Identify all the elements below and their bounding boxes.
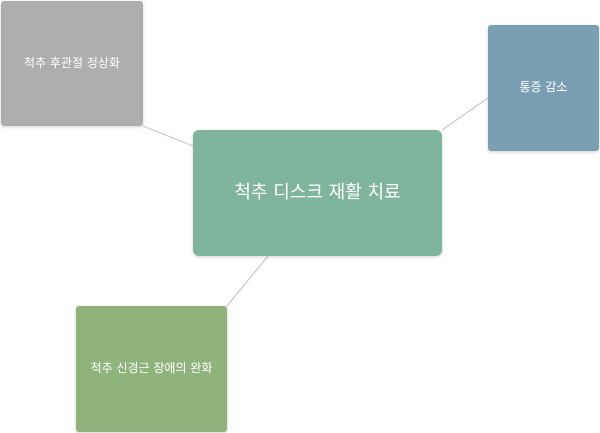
node-center-label: 척추 디스크 재활 치료: [234, 182, 401, 204]
node-center[interactable]: 척추 디스크 재활 치료: [193, 130, 442, 256]
connector-center-top-left: [142, 125, 194, 147]
node-bottom-left-label: 척추 신경근 장애의 완화: [90, 361, 213, 376]
node-top-right[interactable]: 통증 감소: [488, 25, 599, 151]
connector-center-top-right: [441, 97, 489, 131]
node-top-left[interactable]: 척추 후관절 정상화: [1, 1, 143, 126]
node-top-left-label: 척추 후관절 정상화: [24, 55, 120, 70]
node-bottom-left[interactable]: 척추 신경근 장애의 완화: [76, 306, 227, 432]
connector-center-bottom-left: [226, 255, 269, 307]
node-top-right-label: 통증 감소: [519, 80, 568, 95]
